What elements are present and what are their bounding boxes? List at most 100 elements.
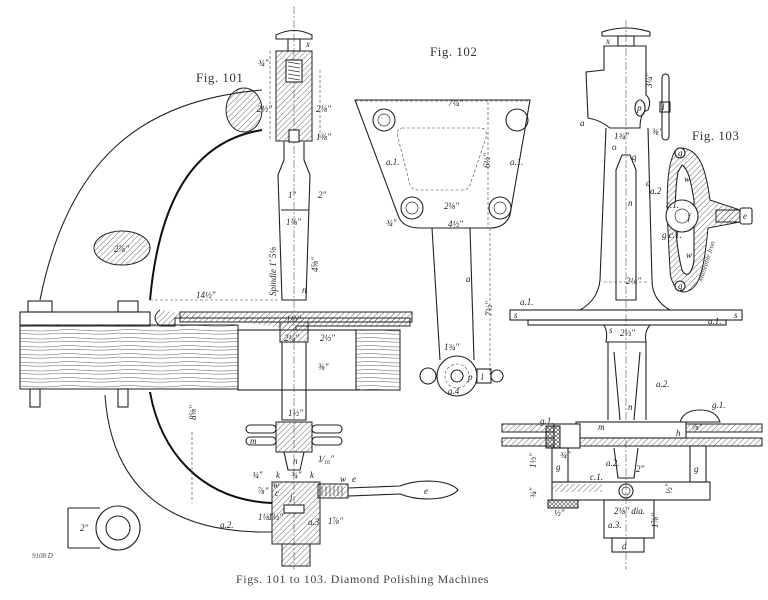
fig102-stem bbox=[431, 227, 475, 361]
dim-2-half-fig103: 2½" bbox=[620, 328, 635, 338]
fig103-label-l: l bbox=[662, 102, 665, 112]
fig101-wooden-bench-left bbox=[19, 324, 239, 390]
dim-top-3-4: ¾" bbox=[258, 58, 269, 68]
fig101-bearing-insert bbox=[283, 504, 305, 514]
fig101-clamp-arm-right-lower bbox=[311, 436, 343, 446]
fig103-label-g-post-left: g bbox=[556, 462, 561, 472]
engraver-mark: 9108 D bbox=[32, 552, 53, 560]
dim-3-8-fig103: ⅜" bbox=[652, 127, 663, 137]
fig101-label-n-lower: n bbox=[293, 456, 298, 466]
fig103-bracket-pivot-top bbox=[674, 147, 686, 159]
fig101-clamp-arm-left-upper bbox=[245, 424, 277, 434]
fig102-label-a1-right: a.1. bbox=[510, 157, 524, 167]
dim-1-7-8-fig103: 1⅞" bbox=[650, 513, 660, 528]
fig101-foot-eye-outer bbox=[95, 505, 141, 551]
fig103-label-a3: a.3. bbox=[608, 520, 622, 530]
fig102-bolt-hole-bottom-right bbox=[488, 196, 512, 220]
fig102-eye-inner bbox=[450, 369, 464, 383]
fig103-label-s-right: s bbox=[734, 310, 738, 320]
fig103-label-c1-low: c.1. bbox=[590, 472, 603, 482]
fig101-label-x: x bbox=[305, 39, 310, 49]
fig101-lower-arm-outer bbox=[104, 394, 272, 533]
fig103-label-g-c1: g c.1. bbox=[662, 230, 682, 240]
dim-1-half: 1½" bbox=[286, 314, 301, 324]
fig103-label-d: d bbox=[622, 541, 627, 551]
dim-1-3-4-fig102: 1¾" bbox=[444, 342, 459, 352]
fig102-label-a4: a.4 bbox=[448, 386, 460, 396]
fig103-bracket-pivot-bottom bbox=[674, 280, 686, 292]
dim-1-3-8: 1⅜" bbox=[316, 132, 331, 142]
fig101-label-j: j bbox=[289, 492, 293, 502]
fig102-bolt-hole-bottom-right-inner bbox=[493, 201, 507, 215]
fig103-label-g1-right: g.1. bbox=[712, 400, 726, 410]
figure-103: Fig. 103 x p l a 3¼" ⅜" 1¾" o q a a.2 n … bbox=[501, 20, 763, 570]
fig101-foot-eye-inner bbox=[105, 515, 131, 541]
fig101-bearing-foot bbox=[281, 543, 311, 567]
fig101-bolt-head-right bbox=[117, 300, 139, 313]
fig103-post-cap-right bbox=[679, 409, 721, 423]
fig102-label-l: l bbox=[481, 372, 484, 382]
fig103-set-screw-p bbox=[634, 99, 646, 117]
fig103-foot-nut bbox=[611, 537, 645, 553]
fig103-label-g1-left: g.1. bbox=[540, 416, 554, 426]
fig103-label-w-top: w bbox=[684, 174, 690, 184]
fig101-arm-section-lower bbox=[93, 230, 151, 266]
fig103-label-s-hub: s bbox=[609, 325, 613, 335]
dim-3-8: ⅜" bbox=[318, 362, 329, 372]
fig103-label-g-top: g bbox=[678, 148, 683, 158]
fig103-label-a1-top: a.1. bbox=[520, 297, 534, 307]
figure-102: Fig. 102 7¼" 6½" a.1. a.1. 2⅛" 4½" ¾" a … bbox=[354, 44, 531, 397]
fig102-bracket-plate bbox=[354, 99, 531, 229]
fig103-thumb-screw-head bbox=[601, 27, 651, 37]
dim-3-4-b-fig103: ¾" bbox=[528, 487, 538, 498]
fig102-bolt-hole-bottom-left bbox=[400, 196, 424, 220]
fig101-arm-inner-curve bbox=[149, 129, 263, 301]
figure-103-title: Fig. 103 bbox=[692, 128, 739, 143]
dim-1-7-8: 1⅞" bbox=[328, 516, 343, 526]
dim-2-half: 2½" bbox=[257, 104, 272, 114]
fig101-arm-outer-curve bbox=[39, 89, 263, 301]
dim-1-2-b-fig103: ½" bbox=[664, 483, 674, 494]
fig101-lower-arm-inner bbox=[149, 391, 273, 504]
fig101-label-m: m bbox=[250, 436, 257, 446]
fig101-arm-section-upper bbox=[225, 87, 263, 133]
fig103-cross-bar-pivot-inner bbox=[621, 486, 631, 496]
dim-1-1-2: 1½" bbox=[268, 512, 283, 522]
fig101-handle bbox=[347, 480, 459, 500]
fig101-label-n: n bbox=[302, 285, 307, 295]
fig101-spindle-upper bbox=[277, 142, 311, 301]
fig103-label-g-post-right: g bbox=[694, 464, 699, 474]
fig101-bolt-head-left bbox=[27, 300, 53, 313]
dim-6-half: 6½" bbox=[482, 153, 492, 168]
fig101-wooden-bench-right bbox=[355, 329, 401, 391]
dim-1-3-4-fig103: 1¾" bbox=[614, 131, 629, 141]
fig103-table-hub bbox=[603, 324, 651, 343]
fig101-base-plate bbox=[19, 311, 151, 327]
fig103-label-s-left: s bbox=[514, 310, 518, 320]
fig103-adjust-screw bbox=[715, 209, 741, 223]
fig103-label-h: h bbox=[676, 428, 681, 438]
dim-14-half: 14½" bbox=[196, 290, 216, 300]
fig103-lap-disc bbox=[575, 421, 687, 439]
dim-4-half: 4½" bbox=[448, 219, 463, 229]
figure-caption: Figs. 101 to 103. Diamond Polishing Mach… bbox=[236, 572, 489, 586]
fig101-label-k-right: k bbox=[310, 470, 315, 480]
fig103-label-w-bottom: w bbox=[686, 250, 692, 260]
fig103-label-q: q bbox=[632, 152, 637, 162]
fig103-post-cap-left bbox=[545, 425, 561, 449]
fig102-plate-opening bbox=[397, 127, 487, 191]
fig103-label-o: o bbox=[612, 142, 617, 152]
fig103-lower-column bbox=[607, 342, 647, 420]
fig103-adjust-nut bbox=[739, 207, 753, 225]
fig103-label-f: f bbox=[688, 212, 692, 222]
fig101-label-w-spring: w bbox=[340, 474, 346, 484]
fig103-label-p: p bbox=[636, 103, 642, 113]
fig101-label-a3: a.3 bbox=[308, 517, 320, 527]
fig101-label-e-handle: e bbox=[424, 486, 428, 496]
fig101-lap-hub bbox=[279, 321, 309, 343]
dim-1-16: 1⁄₁₆" bbox=[318, 454, 334, 464]
fig101-thumb-screw-head bbox=[275, 29, 313, 40]
fig102-pin-block bbox=[476, 368, 492, 384]
fig103-label-a2: a.2. bbox=[656, 379, 670, 389]
